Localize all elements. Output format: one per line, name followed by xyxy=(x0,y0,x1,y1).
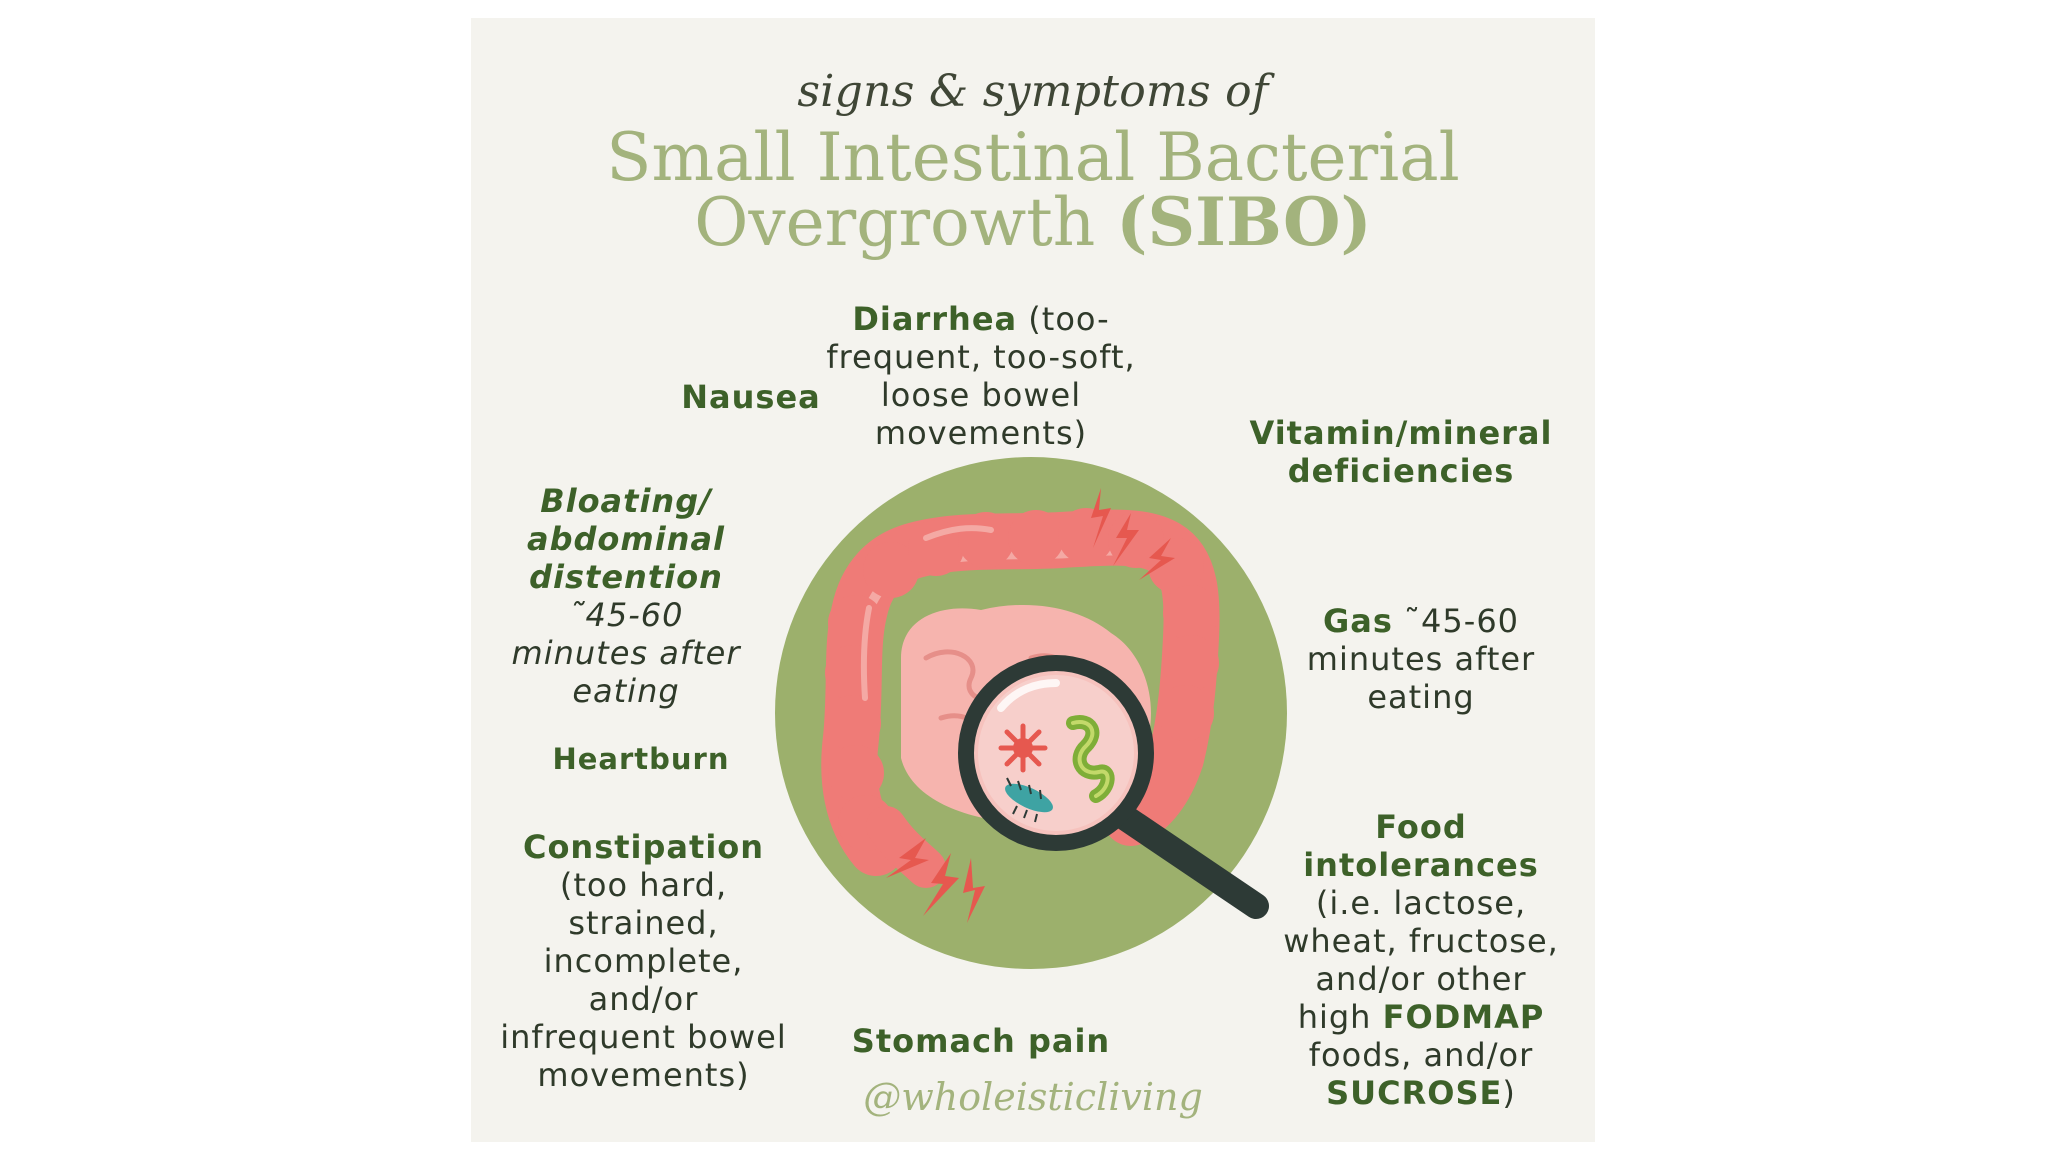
food-line-5: and/or other xyxy=(1315,960,1527,998)
magnifying-glass-icon xyxy=(958,655,1269,919)
diarrhea-text-3: loose bowel xyxy=(880,376,1082,414)
title-overgrowth: Overgrowth xyxy=(694,184,1096,261)
diarrhea-text-1: (too- xyxy=(1017,300,1110,338)
bloating-line-2: abdominal xyxy=(526,520,726,558)
bloating-line-1: Bloating/ xyxy=(540,482,712,520)
vitamin-line-1: Vitamin/mineral xyxy=(1249,414,1553,452)
lightning-icon xyxy=(886,488,1175,923)
symptom-nausea: Nausea xyxy=(681,378,821,416)
page-title: Small Intestinal Bacterial Overgrowth (S… xyxy=(471,119,1595,256)
food-line-6a: high xyxy=(1297,998,1383,1036)
food-sucrose: SUCROSE xyxy=(1326,1074,1503,1112)
symptom-gas: Gas ˜45-60 minutes after eating xyxy=(1271,602,1571,716)
food-line-7: foods, and/or xyxy=(1308,1036,1534,1074)
diarrhea-title: Diarrhea xyxy=(852,300,1018,338)
vitamin-line-2: deficiencies xyxy=(1287,452,1515,490)
symptom-constipation: Constipation (too hard, strained, incomp… xyxy=(471,828,816,1094)
gas-text-3: eating xyxy=(1367,678,1475,716)
bloating-line-5: minutes after xyxy=(511,634,741,672)
food-line-1: Food xyxy=(1375,808,1467,846)
infographic-card: signs & symptoms of Small Intestinal Bac… xyxy=(471,18,1595,1142)
diarrhea-text-2: frequent, too-soft, xyxy=(826,338,1136,376)
constipation-line-3: strained, xyxy=(568,904,719,942)
constipation-line-5: and/or xyxy=(588,980,699,1018)
subtitle: signs & symptoms of xyxy=(797,66,1269,117)
diarrhea-text-4: movements) xyxy=(874,414,1088,452)
social-handle: @wholeisticliving xyxy=(863,1075,1203,1119)
gas-text-1: ˜45-60 xyxy=(1392,602,1520,640)
constipation-title: Constipation xyxy=(522,828,765,866)
food-line-3: (i.e. lactose, xyxy=(1315,884,1527,922)
symptom-diarrhea: Diarrhea (too- frequent, too-soft, loose… xyxy=(721,300,1241,452)
food-line-8b: ) xyxy=(1502,1074,1516,1112)
constipation-line-4: incomplete, xyxy=(543,942,744,980)
title-sibo: (SIBO) xyxy=(1116,183,1372,261)
food-line-2: intolerances xyxy=(1303,846,1539,884)
bacteria-icon xyxy=(998,715,1115,823)
large-intestine xyxy=(821,508,1220,888)
symptom-stomach-pain: Stomach pain xyxy=(851,1022,1111,1060)
title-line-2: Overgrowth (SIBO) xyxy=(471,189,1595,256)
intestine-illustration xyxy=(775,457,1287,969)
symptom-food-intolerances: Food intolerances (i.e. lactose, wheat, … xyxy=(1251,808,1591,1112)
food-fodmap: FODMAP xyxy=(1382,998,1545,1036)
bloating-line-4: ˜45-60 xyxy=(568,596,684,634)
symptom-heartburn: Heartburn xyxy=(552,742,730,776)
bloating-line-3: distention xyxy=(529,558,723,596)
constipation-line-2: (too hard, xyxy=(559,866,728,904)
food-line-4: wheat, fructose, xyxy=(1283,922,1559,960)
bloating-line-6: eating xyxy=(572,672,680,710)
title-line-1: Small Intestinal Bacterial xyxy=(606,119,1460,196)
constipation-line-6: infrequent bowel xyxy=(500,1018,787,1056)
gas-text-2: minutes after xyxy=(1306,640,1536,678)
symptom-bloating: Bloating/ abdominal distention ˜45-60 mi… xyxy=(481,482,771,710)
gas-title: Gas xyxy=(1322,602,1393,640)
constipation-line-7: movements) xyxy=(537,1056,750,1094)
symptom-vitamin-deficiencies: Vitamin/mineral deficiencies xyxy=(1231,414,1571,490)
